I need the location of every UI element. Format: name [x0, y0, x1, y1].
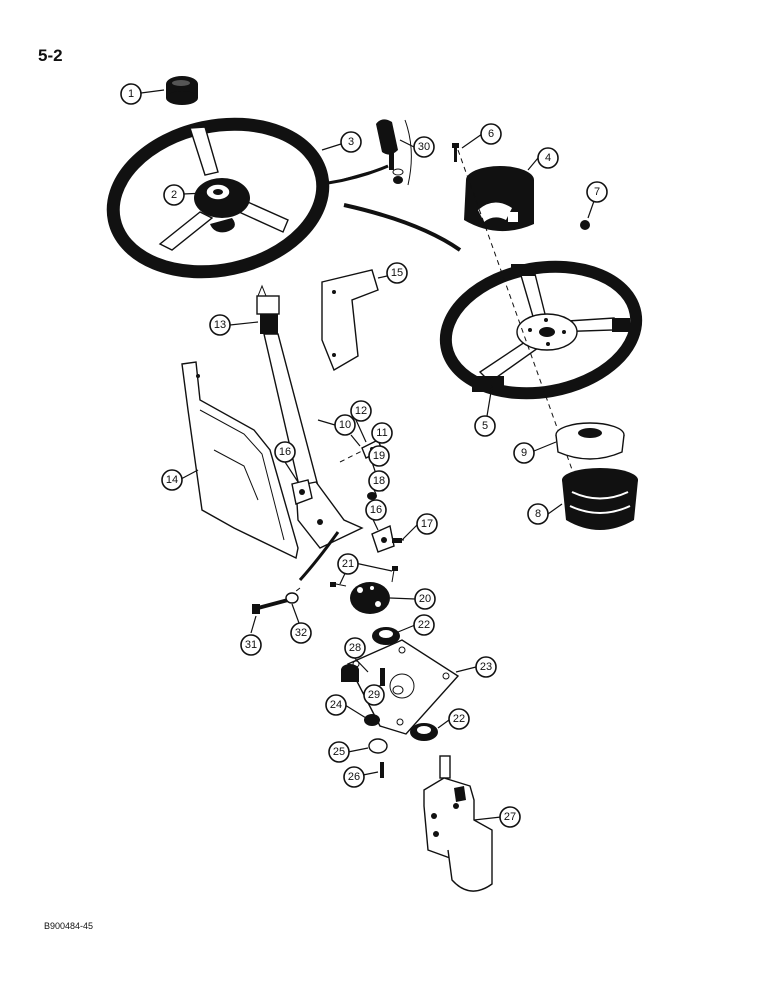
svg-text:16: 16	[370, 504, 382, 516]
callout-24: 24	[325, 694, 347, 716]
callout-30: 30	[413, 136, 435, 158]
part-knob	[341, 664, 380, 726]
svg-text:23: 23	[480, 661, 492, 673]
svg-text:24: 24	[330, 699, 342, 711]
callout-11: 11	[371, 422, 393, 444]
svg-text:3: 3	[348, 136, 354, 148]
svg-text:17: 17	[421, 518, 433, 530]
callout-10: 10	[334, 414, 356, 436]
part-plate-bolt	[380, 668, 404, 695]
svg-text:20: 20	[419, 593, 431, 605]
part-steering-wheel-lower	[439, 260, 643, 400]
callout-20: 20	[414, 588, 436, 610]
svg-text:10: 10	[339, 419, 351, 431]
part-steering-valve	[423, 755, 493, 892]
callout-28: 28	[344, 637, 366, 659]
svg-text:9: 9	[521, 447, 527, 459]
svg-text:32: 32	[295, 627, 307, 639]
page-number: 5-2	[38, 46, 63, 65]
callout-5: 5	[474, 415, 496, 437]
callout-31: 31	[240, 634, 262, 656]
svg-text:5: 5	[482, 420, 488, 432]
svg-text:13: 13	[214, 319, 226, 331]
part-spinner-knob	[376, 119, 412, 186]
svg-text:1: 1	[128, 88, 134, 100]
callout-21: 21	[337, 553, 359, 575]
part-switch-screws	[330, 566, 398, 587]
callout-25: 25	[328, 741, 350, 763]
callout-9: 9	[513, 442, 535, 464]
part-hub-shroud	[464, 166, 534, 232]
svg-text:18: 18	[373, 475, 385, 487]
svg-text:22: 22	[418, 619, 430, 631]
svg-text:12: 12	[355, 405, 367, 417]
svg-text:19: 19	[373, 450, 385, 462]
callout-19: 19	[368, 445, 390, 467]
callout-14: 14	[161, 469, 183, 491]
svg-text:8: 8	[535, 508, 541, 520]
svg-text:16: 16	[279, 446, 291, 458]
callout-23: 23	[475, 656, 497, 678]
part-bearing-upper	[372, 627, 400, 645]
svg-text:15: 15	[391, 267, 403, 279]
svg-text:28: 28	[349, 642, 361, 654]
svg-text:2: 2	[171, 189, 177, 201]
svg-text:14: 14	[166, 474, 178, 486]
svg-text:26: 26	[348, 771, 360, 783]
callout-1: 1	[120, 83, 142, 105]
figure-code: B900484-45	[44, 921, 94, 931]
svg-text:4: 4	[545, 152, 551, 164]
part-direction-switch	[350, 582, 390, 614]
callout-27: 27	[499, 806, 521, 828]
part-clamp-right	[371, 525, 404, 553]
part-upper-bracket	[321, 269, 379, 372]
svg-text:7: 7	[594, 186, 600, 198]
callout-2: 2	[163, 184, 185, 206]
part-boot	[562, 468, 638, 530]
callout-8: 8	[527, 503, 549, 525]
part-clamp-left	[291, 479, 313, 505]
callout-22-upper: 22	[413, 614, 435, 636]
part-horn-cap	[166, 76, 198, 105]
svg-text:11: 11	[376, 427, 387, 439]
callout-22-lower: 22	[448, 708, 470, 730]
svg-text:27: 27	[504, 811, 516, 823]
callout-12: 12	[350, 400, 372, 422]
part-hub-adapter	[555, 422, 625, 460]
part-plug	[580, 220, 590, 230]
part-side-panel	[181, 361, 299, 560]
svg-text:30: 30	[418, 141, 430, 153]
part-bearing-lower	[410, 723, 438, 741]
svg-text:31: 31	[245, 639, 257, 651]
svg-text:25: 25	[333, 746, 345, 758]
callout-16-right: 16	[365, 499, 387, 521]
callout-29: 29	[363, 684, 385, 706]
svg-text:22: 22	[453, 713, 465, 725]
callout-18: 18	[368, 470, 390, 492]
callout-3: 3	[340, 131, 362, 153]
callout-17: 17	[416, 513, 438, 535]
part-screw	[452, 143, 459, 162]
part-bolt-17	[392, 538, 402, 543]
callout-13: 13	[209, 314, 231, 336]
assembly-axis	[457, 149, 591, 521]
callout-7: 7	[586, 181, 608, 203]
callout-32: 32	[290, 622, 312, 644]
svg-text:21: 21	[342, 558, 354, 570]
callout-26: 26	[343, 766, 365, 788]
callout-6: 6	[480, 123, 502, 145]
leader-lines	[140, 89, 595, 821]
svg-text:29: 29	[368, 689, 380, 701]
part-washer-bolt	[368, 738, 388, 778]
callout-16-left: 16	[274, 441, 296, 463]
callout-15: 15	[386, 262, 408, 284]
svg-text:6: 6	[488, 128, 494, 140]
part-bolt-31	[252, 587, 301, 614]
part-steering-wheel-upper	[106, 117, 330, 279]
callout-4: 4	[537, 147, 559, 169]
